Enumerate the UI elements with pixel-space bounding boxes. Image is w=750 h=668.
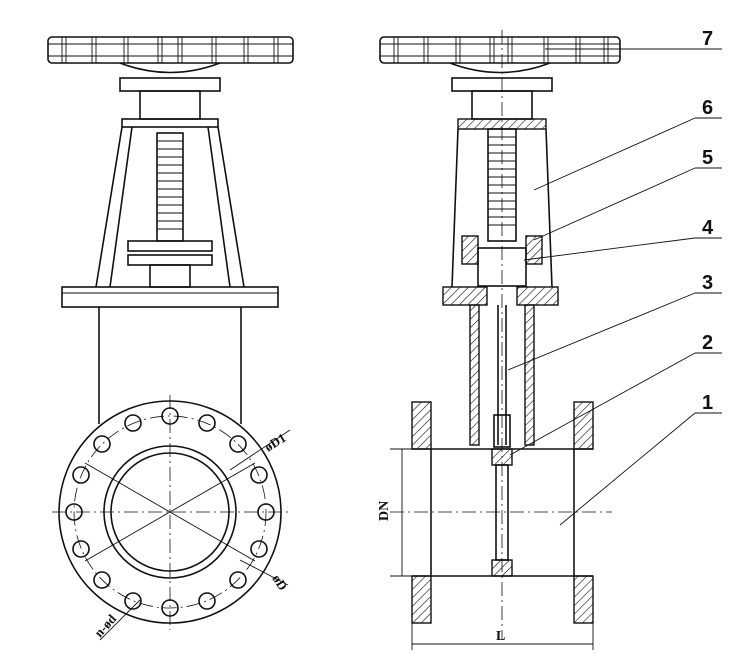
part-label-1: 1 (702, 392, 713, 414)
part-label-3: 3 (702, 272, 713, 294)
bolt-holes-label: n-ød (91, 611, 120, 640)
section-handwheel (379, 36, 621, 74)
part-label-2: 2 (702, 332, 713, 354)
section-view: DN L 1 2 3 4 5 6 7 (377, 28, 722, 650)
front-view: øD1 øD n-ød (47, 36, 294, 641)
length-label: L (496, 629, 505, 644)
part-label-5: 5 (702, 147, 713, 169)
part-label-6: 6 (702, 97, 713, 119)
part-label-4: 4 (702, 217, 714, 239)
part-label-7: 7 (702, 28, 713, 50)
front-handwheel (47, 36, 294, 74)
nominal-diameter-label: DN (377, 501, 392, 521)
outer-diameter-label: øD (269, 572, 290, 593)
